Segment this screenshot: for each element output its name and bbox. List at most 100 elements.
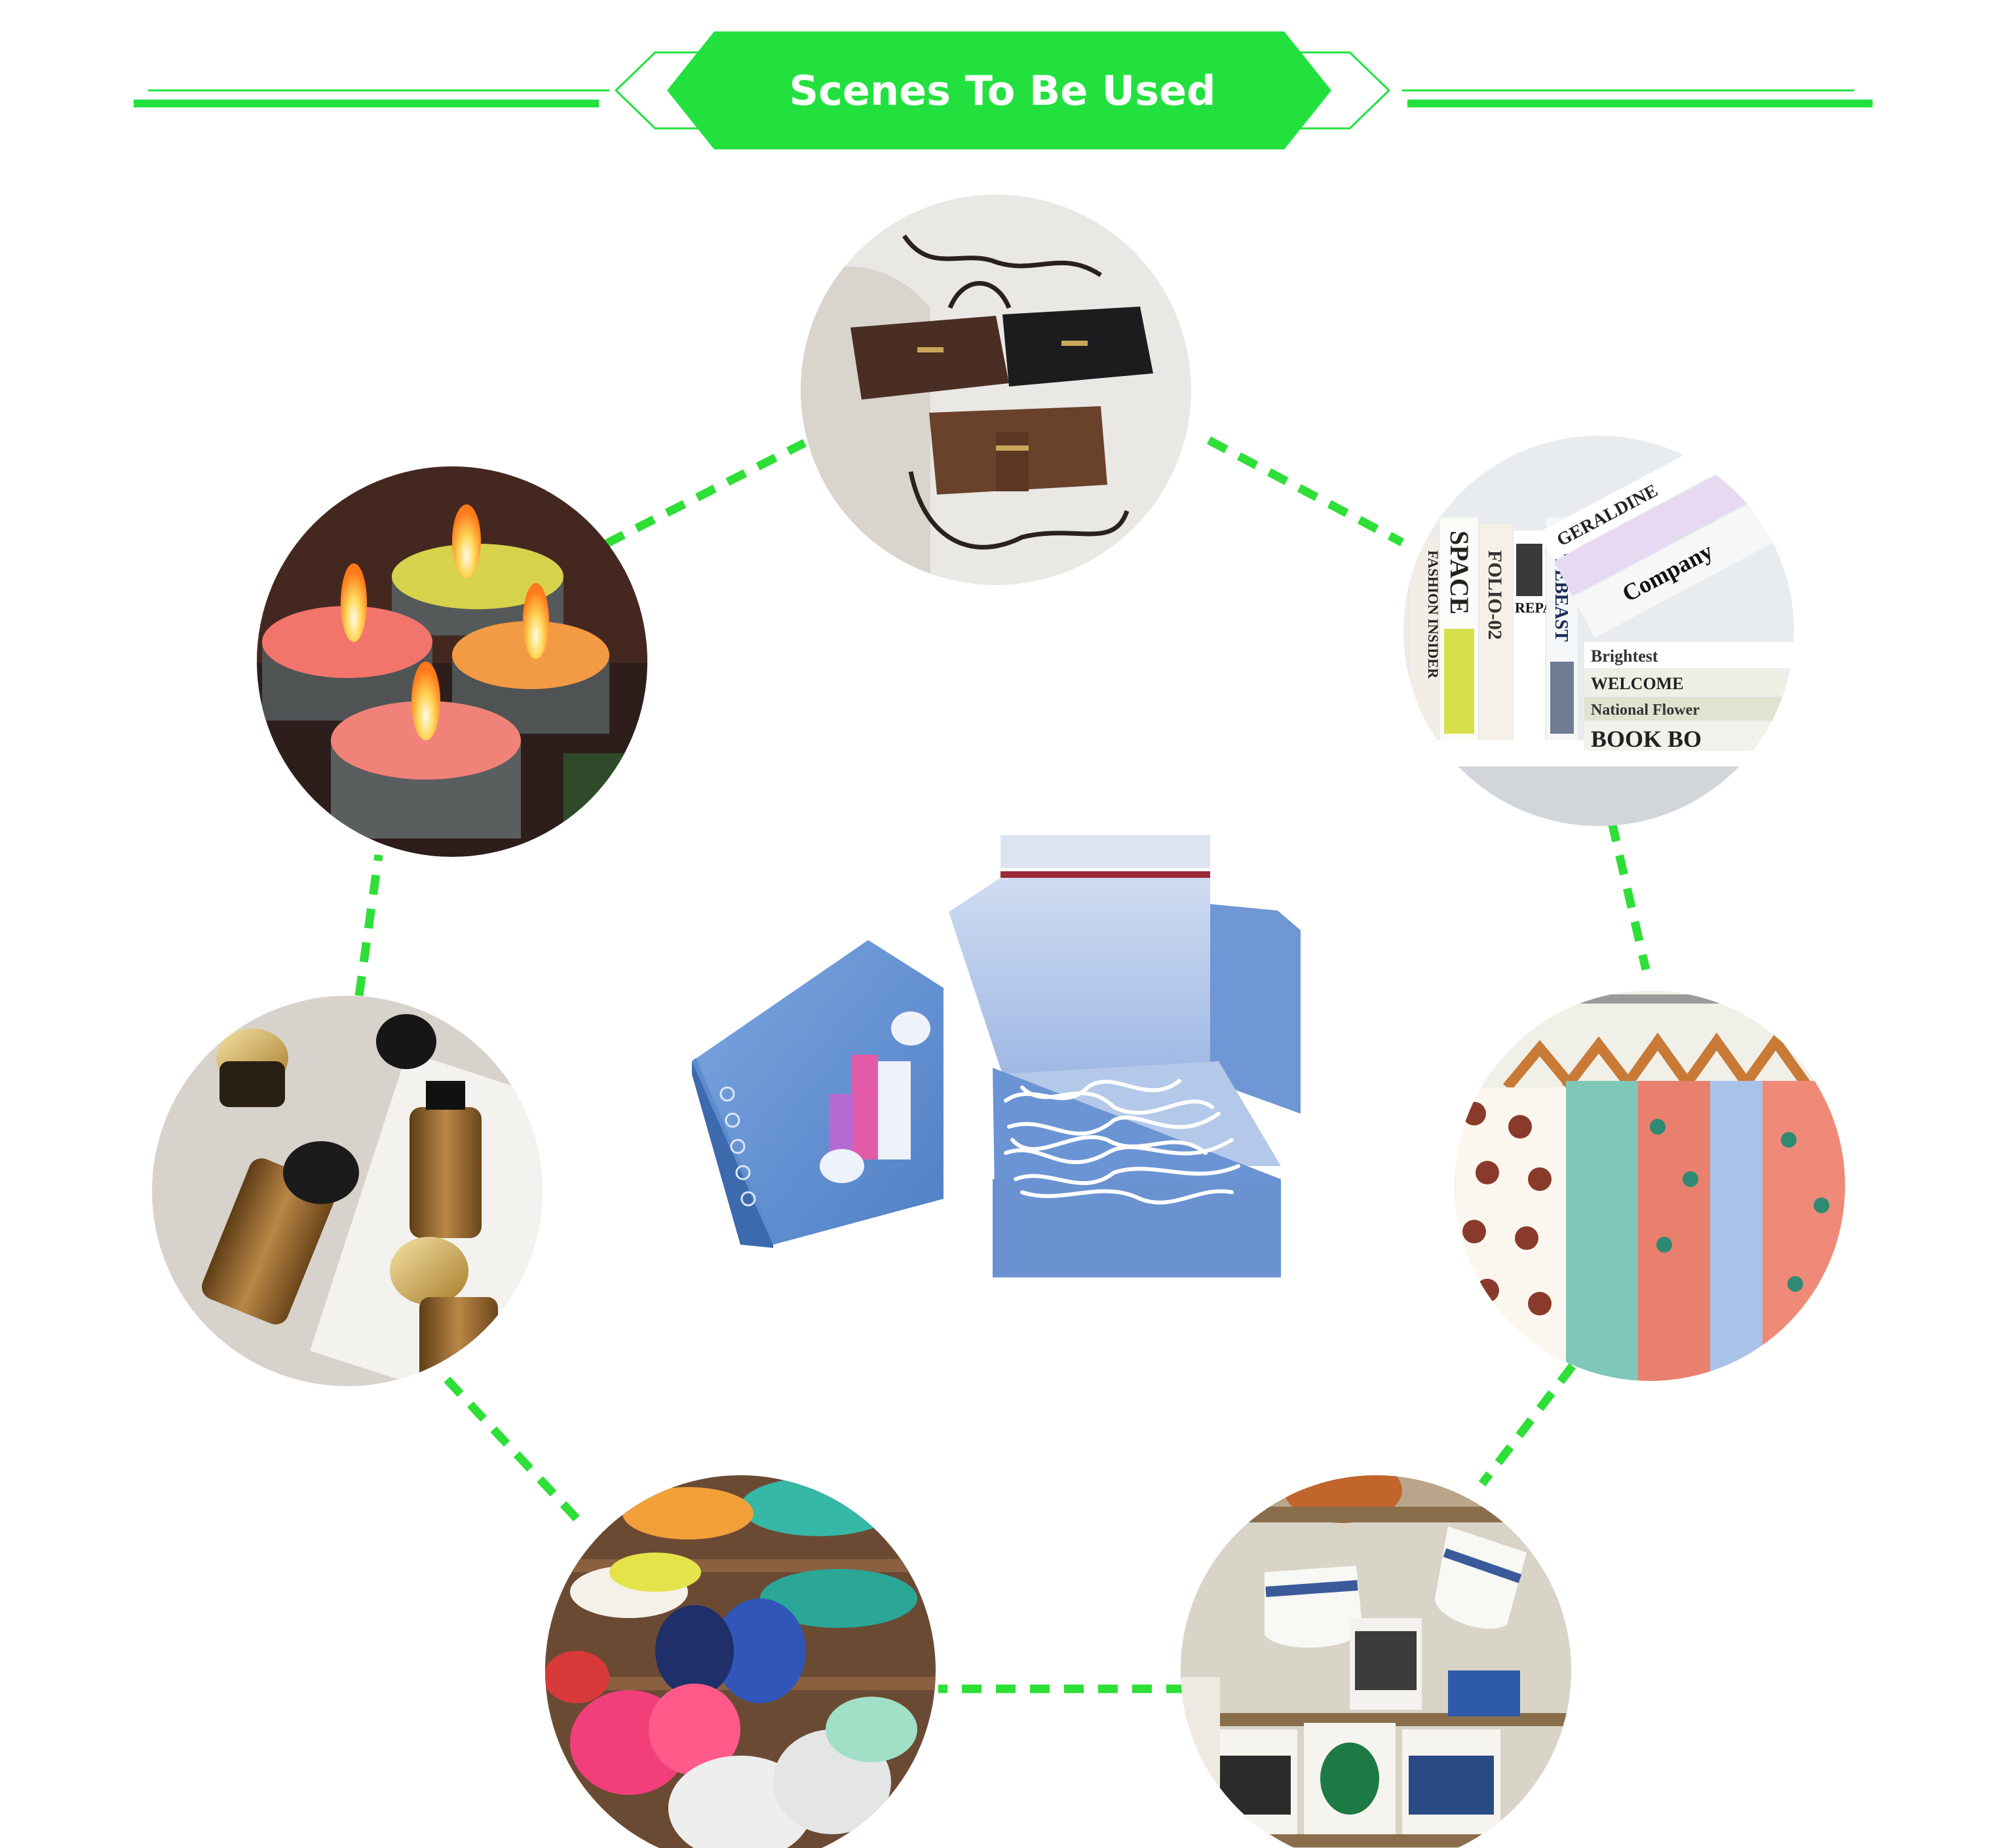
shirt-pink: [1763, 1081, 1845, 1381]
box-open-flap-strip: [1000, 835, 1210, 868]
scene-mugs: [1181, 1475, 1571, 1848]
box-lid-top: [692, 940, 943, 1245]
mug-print-art: [1355, 1631, 1417, 1690]
mug-blue-right: [1448, 1670, 1520, 1716]
shredded-paper-filler: [1004, 1079, 1240, 1205]
pump-head: [426, 1081, 465, 1110]
connector-cosmetics-candles: [354, 854, 383, 996]
book-brightest: [1584, 642, 1794, 668]
connector-clothes-mugs: [1478, 1363, 1576, 1486]
shoe-teal: [740, 1477, 898, 1536]
book-lilac: [1553, 462, 1758, 596]
bag-clasp: [1061, 341, 1088, 346]
banner-right-thick-line: [1407, 100, 1873, 107]
scene-shoes: [545, 1475, 936, 1848]
book-bookbo-title: BOOK BO: [1591, 726, 1702, 752]
book-space-band: [1444, 629, 1474, 734]
black-ball: [376, 1014, 436, 1069]
connector-shoes-cosmetics: [439, 1371, 580, 1522]
book-geraldine: [1538, 440, 1727, 561]
candle-coral: [262, 563, 432, 721]
banner-left-thick-line: [134, 100, 599, 107]
mug-bottom-3-art: [1409, 1756, 1494, 1815]
scene-candles: [257, 466, 647, 857]
cloth-drape: [801, 267, 930, 585]
bag-straps: [902, 235, 1130, 550]
shoe-teal-2: [760, 1569, 917, 1628]
book-fashion-title: FASHION INSIDER: [1425, 550, 1441, 679]
box-side-icons: [719, 1086, 756, 1207]
book-welcome: [1584, 669, 1794, 696]
bag-clasp: [917, 347, 943, 352]
banner-outline-frame: [614, 51, 1391, 130]
box-print-jar: [891, 1011, 930, 1046]
box-print-bottle-pink: [852, 1055, 878, 1160]
floral-print: [1650, 1119, 1829, 1292]
box-open-lid-inside: [949, 878, 1210, 1074]
amber-bottle-small: [419, 1297, 498, 1382]
clothes-rail: [1455, 994, 1845, 1004]
mug-hanging-right: [1435, 1526, 1527, 1629]
book-folio: [1479, 524, 1512, 740]
book-space-title: SPACE: [1445, 531, 1474, 614]
candle-pink: [331, 662, 521, 839]
shelf-bottom: [1181, 1834, 1571, 1847]
shoe-navy: [655, 1605, 734, 1697]
shoe-yellow: [609, 1553, 701, 1592]
connector-books-clothes: [1607, 821, 1650, 971]
shoe-orange: [622, 1487, 753, 1539]
amber-bottle-large: [202, 1158, 335, 1325]
book-company: [1572, 499, 1780, 638]
bag-black: [1002, 307, 1153, 387]
shoe-blue: [714, 1598, 806, 1703]
mug-hanging-left: [1265, 1566, 1363, 1648]
box-print-puff: [820, 1149, 864, 1183]
box-open-flap-tear-strip: [1000, 871, 1210, 878]
box-lid-side: [692, 1061, 773, 1248]
shoe-pink-2: [649, 1684, 740, 1775]
flame-icon: [411, 662, 440, 740]
header-banner: Scenes To Be Used: [134, 31, 1873, 149]
scene-cosmetics: [152, 996, 543, 1386]
connector-bags-books: [1206, 436, 1405, 546]
book-national: [1584, 697, 1794, 721]
scene-handbags: [801, 195, 1191, 585]
shirt-floral: [1638, 1081, 1710, 1381]
gold-jar: [219, 1061, 285, 1107]
shelf-shadow: [1403, 766, 1794, 826]
banner-title: Scenes To Be Used: [790, 67, 1216, 115]
flame-icon: [452, 504, 481, 578]
black-cap-1: [283, 1141, 359, 1204]
book-folio-title: FOLIO-02: [1484, 550, 1506, 640]
pump-bottle: [410, 1107, 482, 1238]
hangers: [1502, 1032, 1813, 1091]
book-repair-band: [1516, 544, 1542, 596]
flame-icon: [341, 563, 367, 642]
banner-ribbon: [667, 31, 1331, 149]
shelf-top: [1181, 1507, 1571, 1522]
pitcher: [1181, 1677, 1220, 1834]
book-national-title: National Flower: [1591, 702, 1700, 719]
mug-bottom-2-art: [1320, 1743, 1379, 1815]
scene-clothes: [1455, 990, 1845, 1381]
flame-icon: [523, 583, 549, 659]
bag-brown-dark: [850, 316, 1009, 400]
book-welcome-title: WELCOME: [1591, 674, 1684, 693]
bag-clasp: [996, 445, 1029, 451]
center-mailer-box: [692, 835, 1301, 1277]
bag-flap: [996, 432, 1029, 491]
box-print-bottle-white: [878, 1061, 911, 1160]
shoe-mint: [826, 1697, 917, 1762]
shirt-teal: [1566, 1081, 1638, 1381]
shoe-red: [545, 1651, 609, 1703]
connector-candles-bags: [604, 439, 807, 548]
book-hypebeast-band: [1550, 662, 1574, 734]
book-brightest-title: Brightest: [1591, 647, 1658, 666]
box-open-side-flap: [1210, 904, 1301, 1114]
shirt-blue: [1710, 1081, 1763, 1381]
foliage: [563, 753, 647, 857]
scene-books: FASHION INSIDER SPACE FOLIO-02 REPAIR HY…: [1403, 436, 1794, 826]
gold-ball-cap: [390, 1237, 468, 1305]
dashed-ring: [354, 436, 1650, 1693]
